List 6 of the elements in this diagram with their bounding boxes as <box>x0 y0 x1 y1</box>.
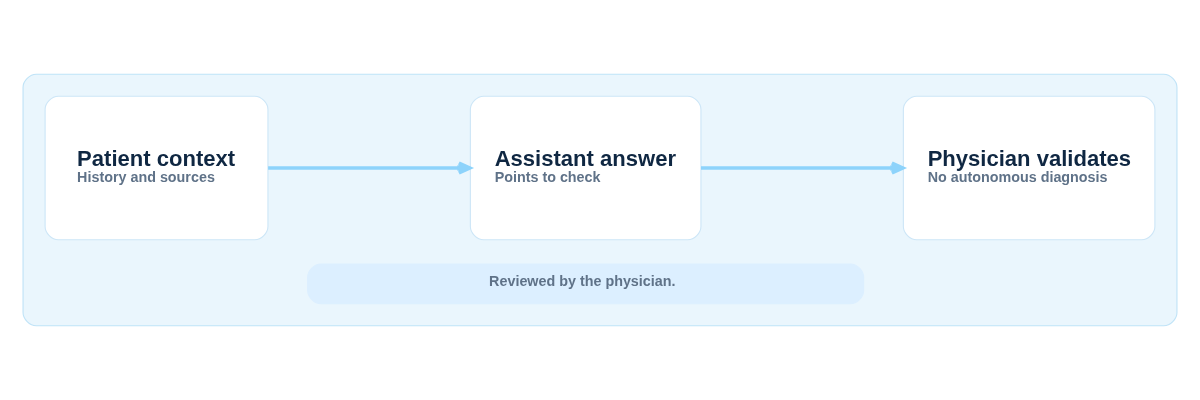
node-box: Assistant answer Points to check <box>469 95 702 241</box>
node-box: Patient context History and sources <box>44 95 269 241</box>
arrow <box>700 161 905 175</box>
arrow <box>268 161 472 175</box>
node-box: Physician validates No autonomous diagnosis <box>902 95 1156 241</box>
cluster <box>22 73 1178 327</box>
